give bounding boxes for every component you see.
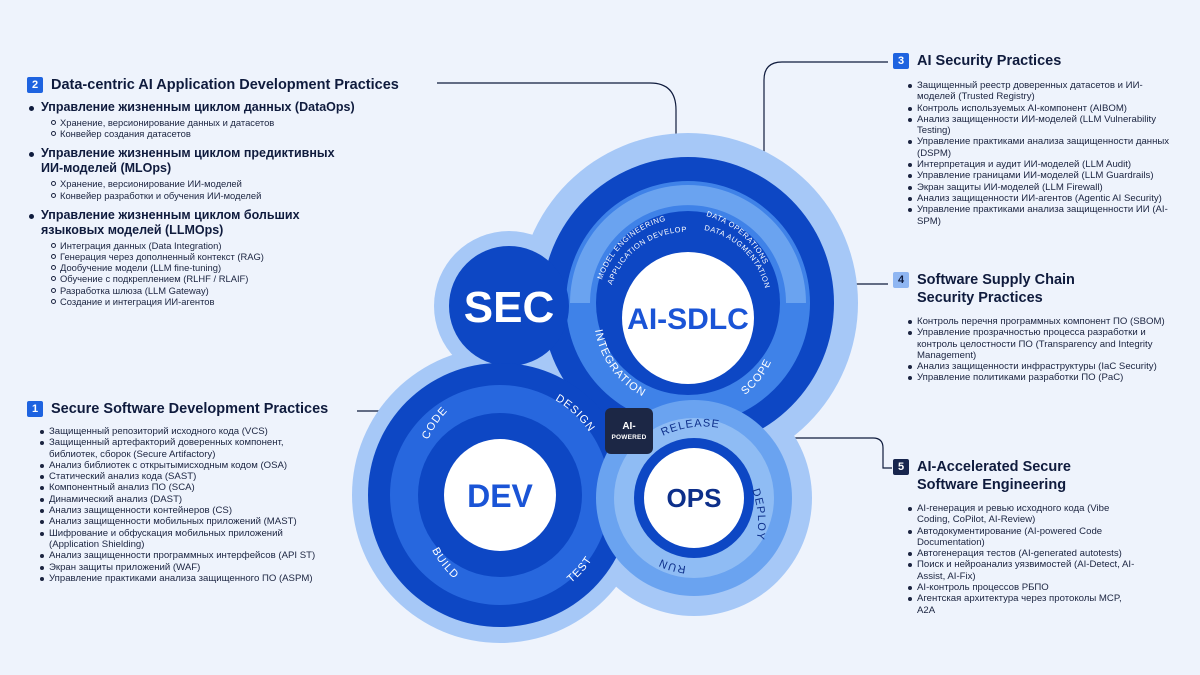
- panel-ai-security: 3 AI Security Practices Защищенный реест…: [893, 52, 1183, 227]
- list-item: Управление прозрачностью процесса разраб…: [907, 327, 1169, 361]
- list-item: Анализ защищенности контейнеров (CS): [39, 505, 324, 516]
- list-item: Защищенный реестр доверенных датасетов и…: [907, 80, 1173, 103]
- list-item: Компонентный анализ ПО (SCA): [39, 482, 324, 493]
- ai-powered-badge: AI- POWERED: [605, 408, 653, 454]
- panel-supply-chain: 4 Software Supply Chain Security Practic…: [893, 271, 1183, 384]
- ai-sdlc-label: AI-SDLC: [627, 303, 749, 336]
- list-item: AI-контроль процессов РБПО: [907, 582, 1137, 593]
- panel-title: AI-Accelerated Secure Software Engineeri…: [917, 459, 1071, 493]
- group-title: Управление жизненным циклом предиктивных…: [27, 146, 357, 176]
- list-item: Хранение, версионирование данных и датас…: [51, 117, 437, 128]
- list-item: Автогенерация тестов (AI-generated autot…: [907, 548, 1137, 559]
- panel-number: 4: [893, 272, 909, 288]
- list-item: Статический анализ кода (SAST): [39, 471, 324, 482]
- sec-label: SEC: [464, 283, 554, 332]
- ops-label: OPS: [667, 483, 722, 513]
- list-item: Анализ библиотек с открытымисходным кодо…: [39, 460, 324, 471]
- panel-title: AI Security Practices: [917, 53, 1062, 69]
- list-item: Разработка шлюза (LLM Gateway): [51, 285, 327, 296]
- list-item: Хранение, версионирование ИИ-моделей: [51, 178, 357, 189]
- list-item: Экран защиты приложений (WAF): [39, 562, 324, 573]
- list-item: Анализ защищенности ИИ-агентов (Agentic …: [907, 193, 1173, 204]
- list-item: Управление практиками анализа защищеннос…: [907, 136, 1173, 159]
- panel-data-centric-ai: 2 Data-centric AI Application Developmen…: [27, 76, 437, 307]
- panel-number: 1: [27, 401, 43, 417]
- group-title: Управление жизненным циклом данных (Data…: [27, 100, 437, 115]
- panel-number: 3: [893, 53, 909, 69]
- group-mlops: Управление жизненным циклом предиктивных…: [27, 146, 357, 201]
- list-item: Защищенный артефакторий доверенных компо…: [39, 437, 324, 460]
- group-dataops: Управление жизненным циклом данных (Data…: [27, 100, 437, 139]
- panel-secure-sw-dev: 1 Secure Software Development Practices …: [27, 400, 357, 584]
- list-item: Дообучение модели (LLM fine-tuning): [51, 262, 327, 273]
- panel-number: 5: [893, 459, 909, 475]
- list-item: Конвейер разработки и обучения ИИ-моделе…: [51, 190, 357, 201]
- panel-title: Secure Software Development Practices: [51, 401, 329, 417]
- dev-label: DEV: [467, 478, 533, 514]
- ai-powered-line1: AI-: [622, 420, 636, 432]
- group-llmops: Управление жизненным циклом больших язык…: [27, 208, 327, 307]
- list-item: Управление границами ИИ-моделей (LLM Gua…: [907, 170, 1173, 181]
- list-item: Агентская архитектура через протоколы MC…: [907, 593, 1137, 616]
- sec-circle: [449, 246, 569, 366]
- list-item: AI-генерация и ревью исходного кода (Vib…: [907, 503, 1137, 526]
- panel-ai-accelerated: 5 AI-Accelerated Secure Software Enginee…: [893, 458, 1183, 616]
- list-item: Шифрование и обфускация мобильных прилож…: [39, 528, 324, 551]
- list-item: Генерация через дополненный контекст (RA…: [51, 251, 327, 262]
- panel-title: Software Supply Chain Security Practices: [917, 272, 1075, 306]
- panel-number: 2: [27, 77, 43, 93]
- list-item: Обучение с подкреплением (RLHF / RLAIF): [51, 273, 327, 284]
- list-item: Динамический анализ (DAST): [39, 494, 324, 505]
- list-item: Управление практиками анализа защищеннос…: [907, 204, 1173, 227]
- ai-sdlc-cluster: [542, 157, 834, 449]
- dev-cluster: [368, 363, 632, 627]
- ai-powered-line2: POWERED: [611, 433, 647, 441]
- list-item: Анализ защищенности мобильных приложений…: [39, 516, 324, 527]
- list-item: Создание и интеграция ИИ-агентов: [51, 296, 327, 307]
- list-item: Контроль перечня программных компонент П…: [907, 316, 1169, 327]
- connector-lines: [357, 61, 892, 469]
- list-item: Поиск и нейроанализ уязвимостей (AI-Dete…: [907, 559, 1137, 582]
- list-item: Конвейер создания датасетов: [51, 128, 437, 139]
- list-item: Интеграция данных (Data Integration): [51, 240, 327, 251]
- list-item: Контроль используемых AI-компонент (AIBO…: [907, 103, 1173, 114]
- list-item: Управление политиками разработки ПО (PaC…: [907, 372, 1169, 383]
- list-item: Интерпретация и аудит ИИ-моделей (LLM Au…: [907, 159, 1173, 170]
- list-item: Экран защиты ИИ-моделей (LLM Firewall): [907, 182, 1173, 193]
- panel-title: Data-centric AI Application Development …: [51, 77, 399, 93]
- list-item: Анализ защищенности инфраструктуры (IaC …: [907, 361, 1169, 372]
- group-title: Управление жизненным циклом больших язык…: [27, 208, 327, 238]
- list-item: Защищенный репозиторий исходного кода (V…: [39, 426, 324, 437]
- list-item: Анализ защищенности ИИ-моделей (LLM Vuln…: [907, 114, 1173, 137]
- list-item: Анализ защищенности программных интерфей…: [39, 550, 324, 561]
- list-item: Управление практиками анализа защищенног…: [39, 573, 324, 584]
- list-item: Автодокументирование (AI-powered Code Do…: [907, 526, 1137, 549]
